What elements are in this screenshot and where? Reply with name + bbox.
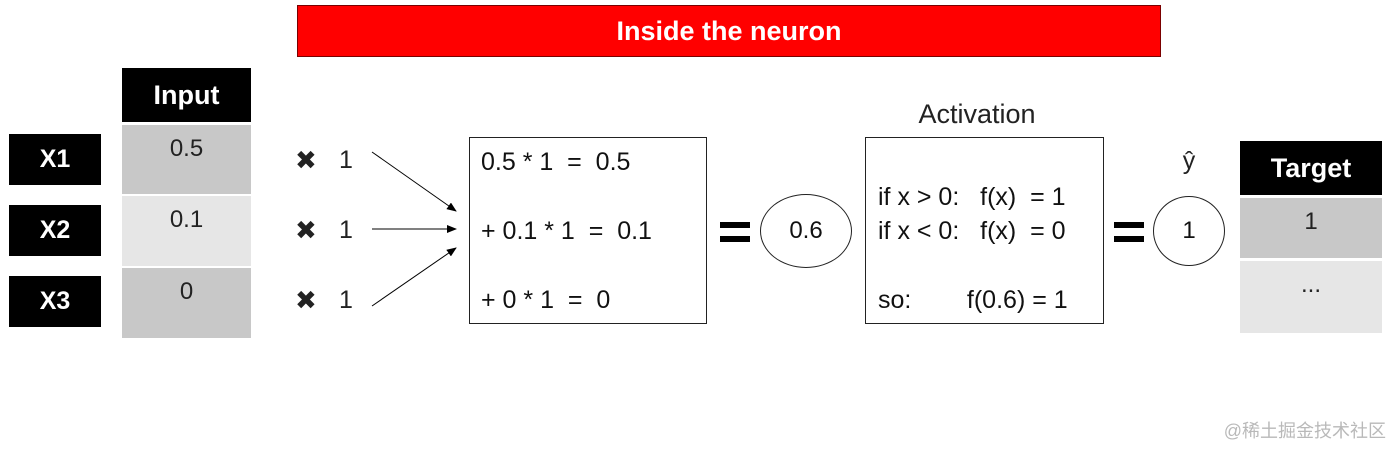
weight-value: 1: [339, 285, 353, 314]
input-header: Input: [122, 68, 251, 122]
output-label: ŷ: [1182, 147, 1196, 175]
weight-value: 1: [339, 145, 353, 174]
input-value-x1: 0.5: [122, 125, 251, 194]
sum-line-2: + 0.1 * 1 = 0.1: [481, 217, 652, 245]
activation-rule-negative: if x < 0: f(x) = 0: [878, 217, 1066, 245]
activation-title: Activation: [918, 99, 1036, 129]
activation-result: so: f(0.6) = 1: [878, 286, 1068, 314]
weight-row-2: ✖ 1: [295, 215, 375, 245]
title-banner: Inside the neuron: [297, 5, 1161, 57]
target-value-more: ...: [1240, 261, 1382, 333]
weight-value: 1: [339, 215, 353, 244]
input-label-x3: X3: [9, 276, 101, 327]
target-value-1: 1: [1240, 198, 1382, 258]
input-value-x2: 0.1: [122, 196, 251, 266]
input-value-x3: 0: [122, 268, 251, 338]
sum-result-circle: 0.6: [760, 194, 852, 268]
multiply-icon: ✖: [295, 214, 317, 245]
target-header: Target: [1240, 141, 1382, 195]
input-label-x2: X2: [9, 205, 101, 256]
watermark: @稀土掘金技术社区: [1223, 421, 1386, 441]
input-label-x1: X1: [9, 134, 101, 185]
multiply-icon: ✖: [295, 144, 317, 175]
activation-rule-positive: if x > 0: f(x) = 1: [878, 183, 1066, 211]
sum-line-1: 0.5 * 1 = 0.5: [481, 148, 631, 176]
arrow-icon: [371, 151, 457, 212]
arrow-icon: [371, 247, 457, 307]
equals-icon: [720, 222, 750, 244]
multiply-icon: ✖: [295, 284, 317, 315]
equals-icon: [1114, 222, 1144, 244]
weighted-sum-box: 0.5 * 1 = 0.5 + 0.1 * 1 = 0.1 + 0 * 1 = …: [469, 137, 707, 324]
weight-row-3: ✖ 1: [295, 285, 375, 315]
activation-box: if x > 0: f(x) = 1 if x < 0: f(x) = 0 so…: [865, 137, 1104, 324]
weight-row-1: ✖ 1: [295, 145, 375, 175]
output-circle: 1: [1153, 196, 1225, 266]
sum-line-3: + 0 * 1 = 0: [481, 286, 611, 314]
